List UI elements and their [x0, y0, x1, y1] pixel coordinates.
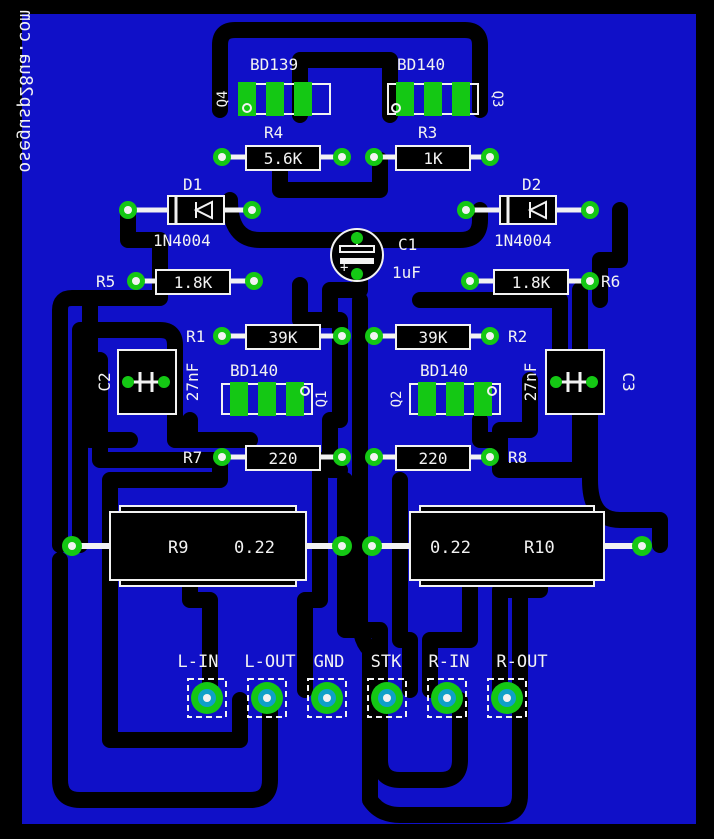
capacitor-c3: C3 27nF	[521, 349, 638, 415]
diode-d1: D1 1N4004	[119, 175, 261, 250]
capacitor-c2: C2 27nF	[95, 349, 202, 415]
svg-text:+: +	[340, 260, 348, 276]
resistor-r5: R5 1.8K	[96, 269, 263, 295]
q2-name: BD140	[420, 361, 468, 380]
pad-r-out	[487, 678, 527, 718]
connector-pads	[187, 678, 527, 718]
r3-value: 1K	[423, 149, 443, 168]
r1-ref: R1	[186, 327, 205, 346]
r7-ref: R7	[183, 448, 202, 467]
resistor-r7: R7 220	[183, 445, 351, 471]
c3-value: 27nF	[521, 363, 540, 402]
resistor-r1: R1 39K	[186, 324, 351, 350]
r10-value: 0.22	[430, 538, 471, 558]
pad-l-out	[247, 678, 287, 718]
pad-r-in	[427, 678, 467, 718]
q4-name: BD139	[250, 55, 298, 74]
resistor-r6: R6 1.8K	[461, 269, 620, 295]
transistor-q2: BD140 Q2	[389, 361, 501, 416]
trace-layer	[52, 22, 668, 823]
pad-gnd	[307, 678, 347, 718]
resistor-r8: R8 220	[365, 445, 527, 471]
q3-ref: Q3	[489, 91, 505, 108]
pad-l-in	[187, 678, 227, 718]
diode-d2: D2 1N4004	[457, 175, 599, 250]
r9-value: 0.22	[234, 538, 275, 558]
c2-ref: C2	[95, 372, 114, 391]
r10-ref: R10	[524, 538, 555, 558]
c3-ref: C3	[619, 372, 638, 391]
r1-value: 39K	[269, 328, 298, 347]
label-r-in: R-IN	[429, 652, 470, 672]
q1-name: BD140	[230, 361, 278, 380]
r4-value: 5.6K	[264, 149, 303, 168]
r8-ref: R8	[508, 448, 527, 467]
d2-value: 1N4004	[494, 231, 552, 250]
capacitor-c1: + C1 1uF	[330, 228, 421, 282]
r2-value: 39K	[419, 328, 448, 347]
d1-value: 1N4004	[153, 231, 211, 250]
watermark-text: osegusp28ua.com	[15, 10, 36, 173]
r5-value: 1.8K	[174, 273, 213, 292]
d1-ref: D1	[183, 175, 202, 194]
label-gnd: GND	[314, 652, 345, 672]
transistor-q3: BD140 Q3	[387, 55, 505, 116]
label-l-in: L-IN	[178, 652, 219, 672]
r6-ref: R6	[601, 272, 620, 291]
label-l-out: L-OUT	[244, 652, 295, 672]
resistor-r9: R9 0.22	[62, 505, 352, 587]
label-stk: STK	[371, 652, 402, 672]
transistor-q4: BD139 Q4	[215, 55, 331, 116]
resistor-r10: 0.22 R10	[362, 505, 652, 587]
c2-value: 27nF	[183, 363, 202, 402]
r3-ref: R3	[418, 123, 437, 142]
resistor-r4: R4 5.6K	[213, 123, 351, 171]
r9-ref: R9	[168, 538, 188, 558]
resistor-r2: R2 39K	[365, 324, 527, 350]
r2-ref: R2	[508, 327, 527, 346]
d2-ref: D2	[522, 175, 541, 194]
c1-value: 1uF	[392, 263, 421, 282]
resistor-r3: R3 1K	[365, 123, 499, 171]
r8-value: 220	[419, 449, 448, 468]
q3-name: BD140	[397, 55, 445, 74]
c1-ref: C1	[398, 235, 417, 254]
r7-value: 220	[269, 449, 298, 468]
r4-ref: R4	[264, 123, 283, 142]
q2-ref: Q2	[389, 391, 405, 408]
r6-value: 1.8K	[512, 273, 551, 292]
r5-ref: R5	[96, 272, 115, 291]
q1-ref: Q1	[314, 391, 330, 408]
q4-ref: Q4	[215, 91, 231, 108]
transistor-q1: BD140 Q1	[221, 361, 330, 416]
pad-stk	[367, 678, 407, 718]
label-r-out: R-OUT	[496, 652, 547, 672]
